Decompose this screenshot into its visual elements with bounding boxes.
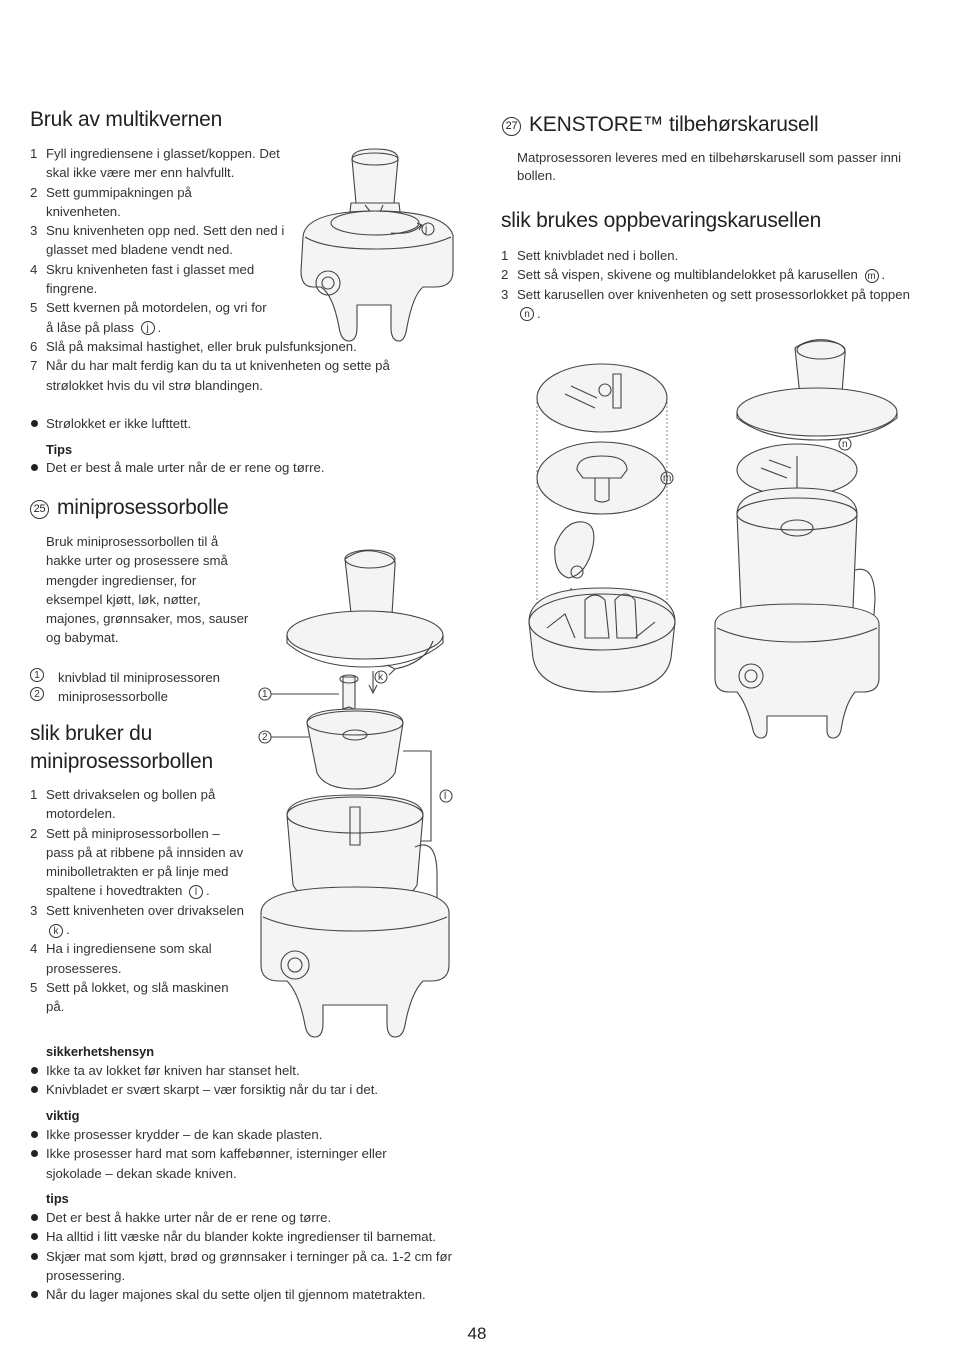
ref-marker: n bbox=[520, 307, 534, 322]
list-item: Ikke ta av lokket før kniven har stanset… bbox=[30, 1061, 460, 1080]
ref-marker: m bbox=[864, 268, 879, 283]
figure-label-m: m bbox=[663, 473, 671, 484]
multikvern-tips: Det er best å male urter når de er rene … bbox=[30, 458, 430, 477]
list-item: Knivbladet er svært skarpt – vær forsikt… bbox=[30, 1080, 460, 1099]
mini-intro: Bruk miniprosessorbollen til å hakke urt… bbox=[46, 534, 249, 646]
section-number: 27 bbox=[502, 117, 521, 136]
list-item: Når du lager majones skal du sette oljen… bbox=[30, 1285, 460, 1304]
list-item: Ikke prosesser hard mat som kaffebønner,… bbox=[30, 1144, 430, 1183]
figure-label-2: 2 bbox=[262, 732, 268, 743]
important-list: Ikke prosesser krydder – de kan skade pl… bbox=[30, 1125, 430, 1183]
list-item: Skjær mat som kjøtt, brød og grønnsaker … bbox=[30, 1247, 456, 1286]
multikvern-bullets: Strølokket er ikke lufttett. bbox=[30, 414, 430, 433]
figure-label-l: l bbox=[444, 791, 446, 802]
ref-marker: k bbox=[49, 923, 63, 938]
heading-karusell: slik brukes oppbevaringskarusellen bbox=[501, 209, 822, 232]
karusell-illustration: m n bbox=[528, 339, 898, 739]
figure-label-n: n bbox=[842, 439, 848, 450]
mini-tips-list: Det er best å hakke urter når de er rene… bbox=[30, 1208, 460, 1304]
list-item: Ha alltid i litt væske når du blander ko… bbox=[30, 1227, 460, 1246]
list-item: Strølokket er ikke lufttett. bbox=[30, 414, 430, 433]
figure-label-j: j bbox=[424, 224, 427, 235]
ref-marker: l bbox=[189, 885, 204, 899]
tips-label: tips bbox=[46, 1191, 69, 1206]
miniprosessor-illustration: k 1 2 l bbox=[258, 549, 453, 1038]
kenstore-intro: Matprosessoren leveres med en tilbehørsk… bbox=[517, 150, 902, 183]
important-label: viktig bbox=[46, 1108, 80, 1123]
section-number: 25 bbox=[30, 500, 49, 519]
heading-multikvern: Bruk av multikvernen bbox=[30, 108, 223, 131]
tips-label: Tips bbox=[46, 442, 73, 457]
list-item: Det er best å hakke urter når de er rene… bbox=[30, 1208, 460, 1227]
list-item: Det er best å male urter når de er rene … bbox=[30, 458, 430, 477]
safety-list: Ikke ta av lokket før kniven har stanset… bbox=[30, 1061, 460, 1100]
safety-label: sikkerhetshensyn bbox=[46, 1044, 155, 1059]
multikvern-illustration: j bbox=[300, 148, 454, 342]
figure-label-k: k bbox=[378, 672, 384, 683]
figure-label-1: 1 bbox=[262, 689, 268, 700]
list-item: Ikke prosesser krydder – de kan skade pl… bbox=[30, 1125, 430, 1144]
ref-marker: j bbox=[140, 321, 155, 336]
page-number: 48 bbox=[467, 1324, 487, 1343]
